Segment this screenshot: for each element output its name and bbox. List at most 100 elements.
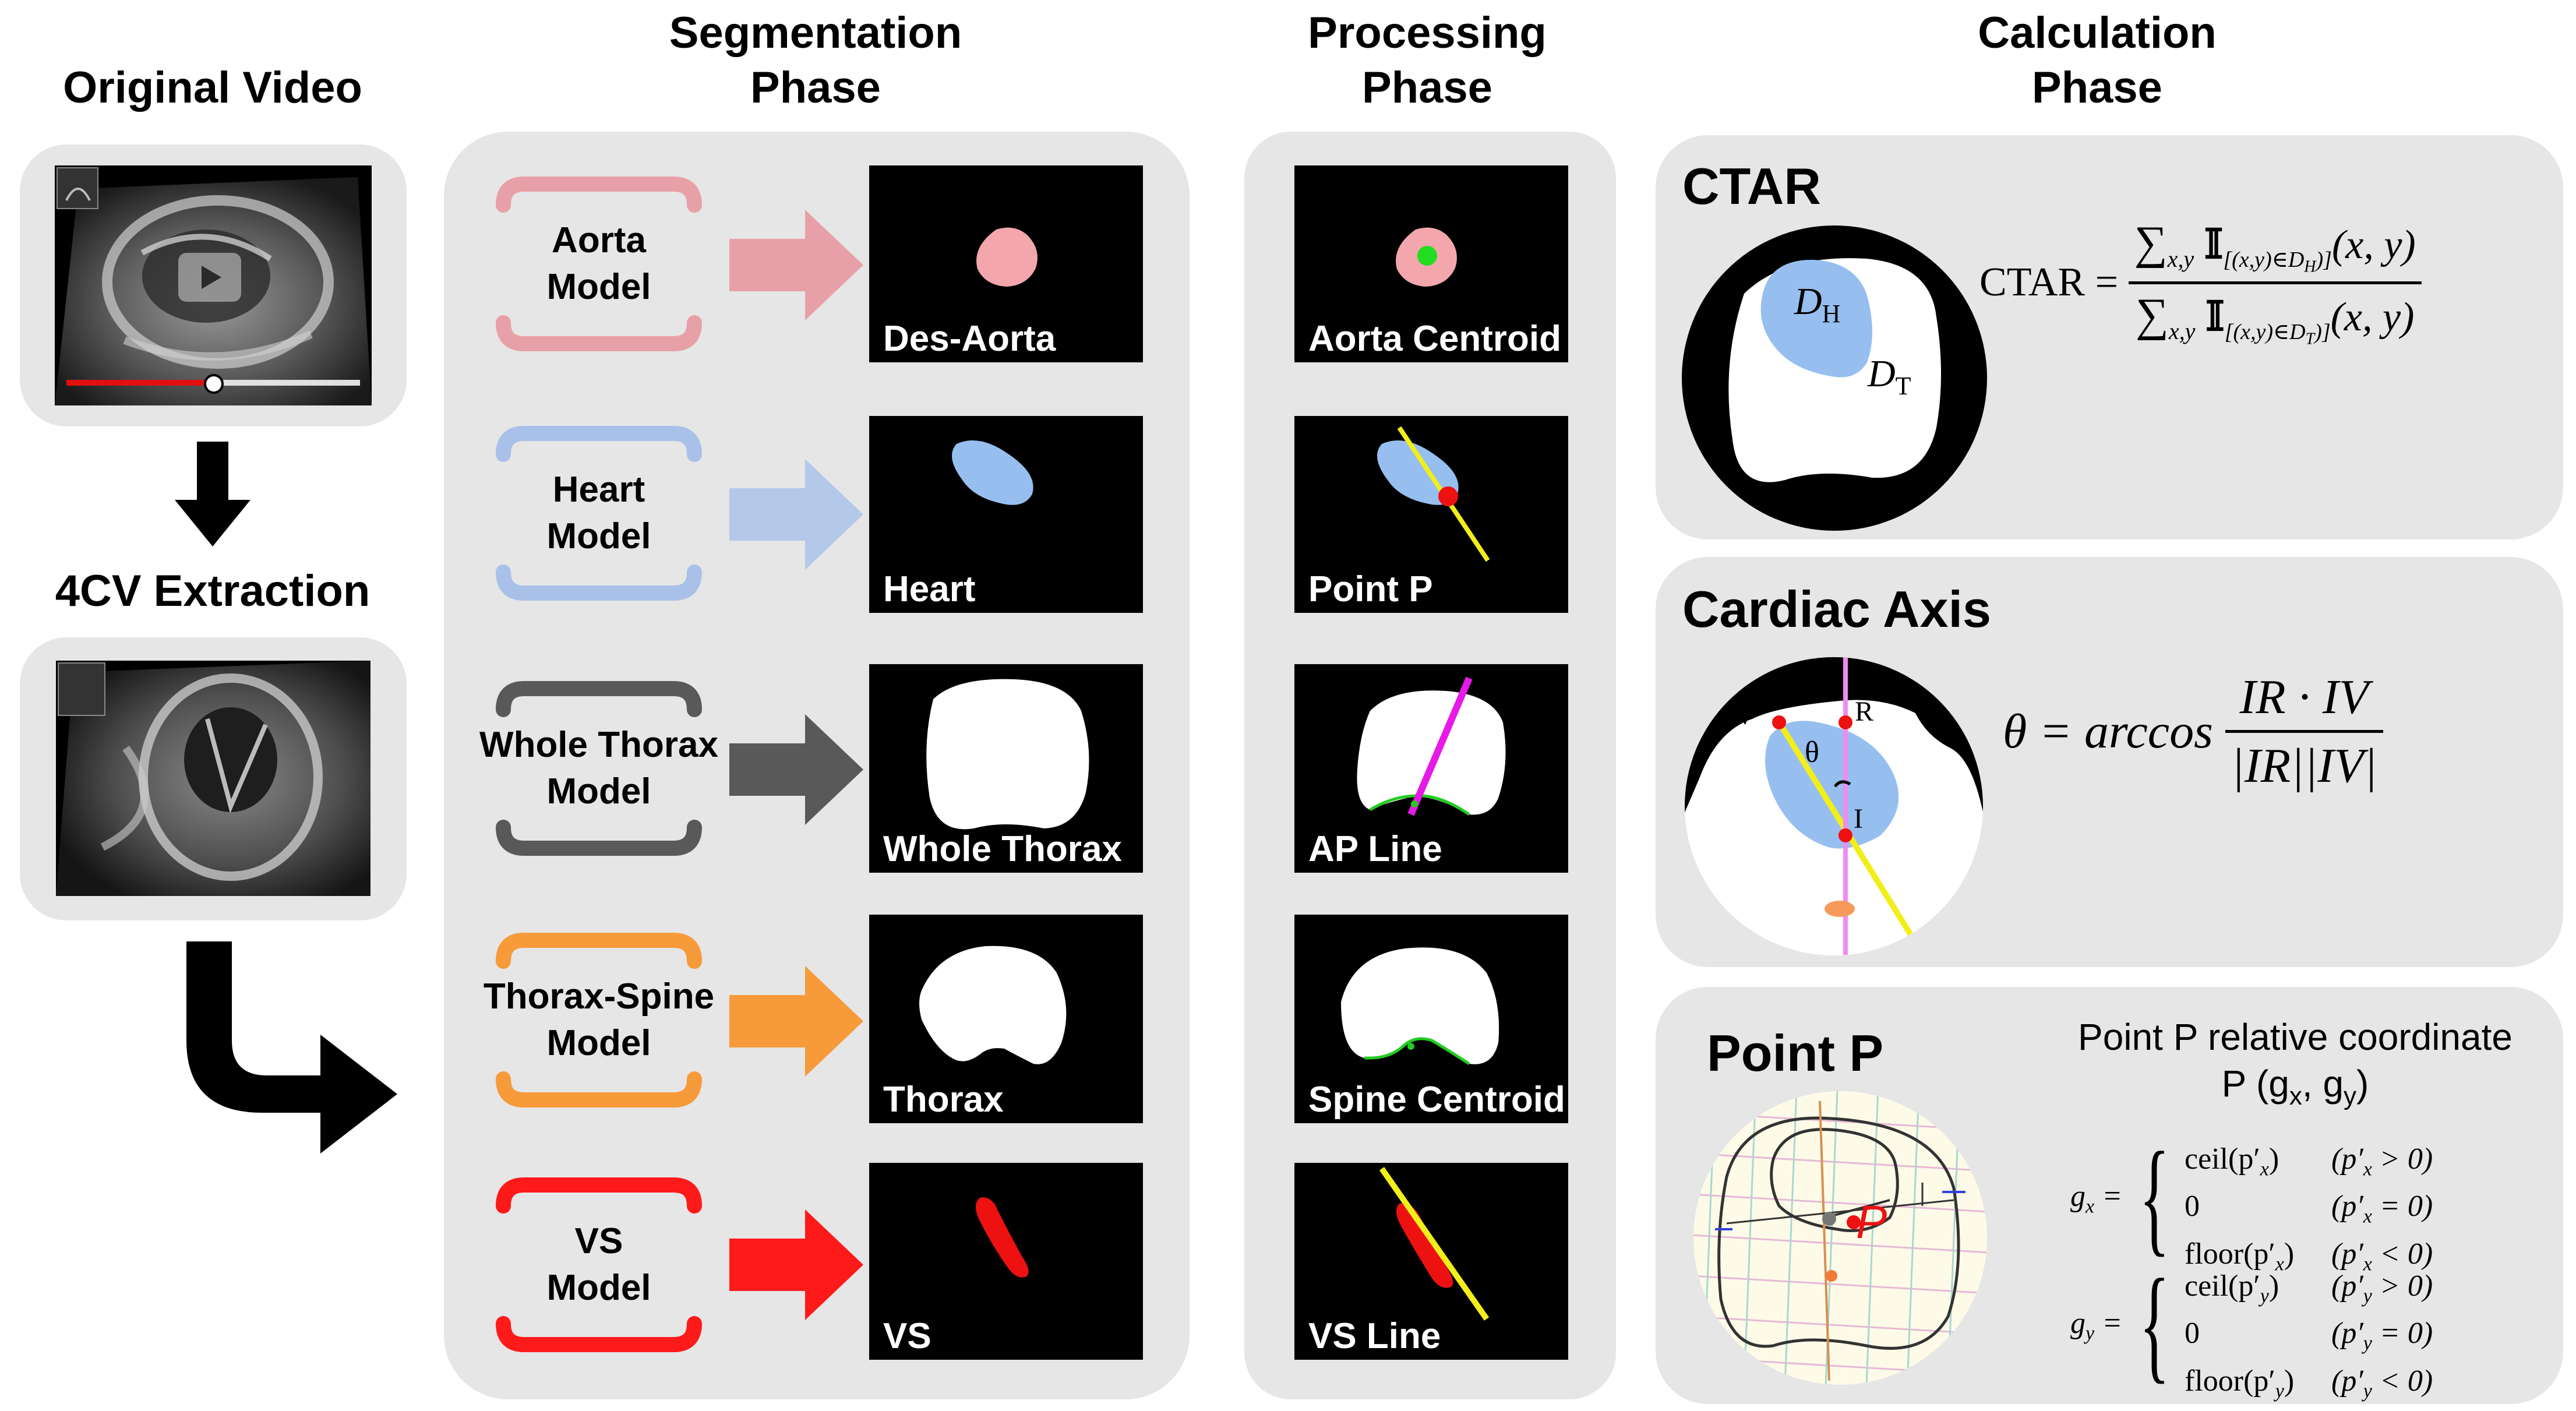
cardiac-axis-lhs: θ = arccos [2003, 704, 2213, 759]
vs-line-shape [1379, 1167, 1490, 1321]
mask-label: Thorax [883, 1080, 1004, 1120]
extraction-card [20, 637, 407, 920]
arrow-heart [729, 459, 863, 570]
header-segmentation-phase: Segmentation Phase [617, 6, 1014, 115]
header-4cv-extraction: 4CV Extraction [55, 566, 370, 616]
gx-case: 0(p′x = 0) [2185, 1190, 2433, 1227]
gy-case: 0(p′y = 0) [2185, 1317, 2433, 1354]
ctar-fraction: ∑x,y 𝕀[(x,y)∈DH)](x, y) ∑x,y 𝕀[(x,y)∈DT)… [2128, 217, 2422, 348]
play-icon [202, 266, 221, 289]
bracket-shape [496, 426, 702, 601]
mask-vs-line: VS Line [1294, 1163, 1568, 1360]
mask-spine-centroid: Spine Centroid [1294, 915, 1568, 1123]
cardiac-axis-numerator: IR · IV [2239, 670, 2369, 724]
video-progress-bar[interactable] [66, 374, 360, 394]
bracket-shape [496, 681, 702, 856]
dh-label: DH [1794, 280, 1841, 329]
cardiac-axis-diagram [1685, 657, 1983, 955]
mask-label: Aorta Centroid [1308, 319, 1561, 359]
heart-shape [952, 440, 1033, 505]
point-p-marker-label: P [1856, 1196, 1887, 1248]
mask-vs: VS [869, 1163, 1143, 1360]
model-bracket-thorax-spine: Thorax-Spine Model [484, 932, 714, 1108]
progress-fill [66, 380, 212, 386]
gx-brace: { [2139, 1126, 2170, 1268]
header-line: Phase [1362, 63, 1492, 112]
ctar-numerator: ∑x,y 𝕀[(x,y)∈DH)](x, y) [2134, 217, 2416, 276]
ctar-lhs: CTAR = [1979, 260, 2119, 305]
arrow-vs [729, 1209, 863, 1320]
fraction-bar [2225, 730, 2383, 733]
mask-heart: Heart [869, 416, 1143, 613]
mask-label: VS Line [1308, 1316, 1441, 1356]
bracket-shape [496, 177, 702, 351]
r-label: R [1855, 696, 1874, 727]
ultrasound-video-frame[interactable] [55, 165, 372, 405]
header-processing-phase: Processing Phase [1241, 6, 1614, 115]
mask-label: VS [883, 1316, 931, 1356]
header-line: Phase [750, 63, 881, 112]
curved-arrow [186, 941, 397, 1154]
model-bracket-aorta: Aorta Model [484, 176, 714, 352]
arrow-whole-thorax [729, 714, 863, 825]
i-label: I [1854, 803, 1863, 834]
model-label: VS Model [546, 1221, 651, 1308]
model-label: Aorta Model [546, 220, 651, 307]
mask-point-p: Point P [1294, 416, 1568, 613]
cardiac-axis-denominator: |IR||IV| [2231, 739, 2377, 793]
header-calculation-phase: Calculation Phase [1911, 6, 2284, 115]
aorta-shape [976, 227, 1038, 287]
gy-case: floor(p′y)(p′y < 0) [2185, 1364, 2433, 1402]
mask-whole-thorax: Whole Thorax [869, 664, 1143, 873]
extracted-4cv-frame [56, 661, 370, 896]
model-label: Heart Model [546, 470, 651, 556]
mask-label: Spine Centroid [1308, 1080, 1565, 1120]
gy-lhs: gy = [2070, 1307, 2123, 1345]
play-button[interactable] [178, 253, 241, 302]
arrow-thorax-spine [729, 966, 863, 1077]
model-label: Whole Thorax Model [479, 725, 718, 812]
bracket-shape [496, 1177, 702, 1352]
arrow-aorta [729, 210, 863, 320]
thorax-shape [919, 946, 1067, 1064]
progress-handle[interactable] [204, 374, 224, 394]
ctar-denominator: ∑x,y 𝕀[(x,y)∈DT)](x, y) [2135, 289, 2415, 348]
spine-centroid-shape [1341, 947, 1499, 1066]
whole-thorax-shape [926, 679, 1089, 830]
mask-ap-line: AP Line [1294, 664, 1568, 873]
ctar-diagram [1682, 225, 1987, 531]
down-arrow [175, 442, 250, 546]
mask-thorax: Thorax [869, 915, 1143, 1123]
gy-case: ceil(p′y)(p′y > 0) [2185, 1269, 2433, 1307]
model-bracket-whole-thorax: Whole Thorax Model [479, 680, 718, 856]
header-line: Calculation [1978, 8, 2217, 58]
cardiac-axis-title: Cardiac Axis [1682, 580, 1991, 638]
gx-lhs: gx = [2070, 1180, 2123, 1218]
mask-label: Des-Aorta [883, 319, 1056, 359]
dt-label: DT [1868, 352, 1911, 401]
cardiac-axis-formula: θ = arccos IR · IV |IR||IV| [2003, 669, 2383, 794]
theta-label: θ [1805, 736, 1819, 769]
vs-shape [976, 1197, 1029, 1278]
v-label: V [1735, 700, 1755, 731]
ap-line-shape [1357, 676, 1506, 816]
cardiac-axis-fraction: IR · IV |IR||IV| [2225, 669, 2383, 794]
mask-des-aorta: Des-Aorta [869, 165, 1143, 362]
point-p-diagram [1693, 1091, 1987, 1385]
header-line: Processing [1308, 8, 1547, 58]
point-p-caption: Point P relative coordinate P (gx, gy) [2078, 1016, 2513, 1110]
model-bracket-heart: Heart Model [484, 425, 714, 601]
model-bracket-vs: VS Model [484, 1177, 714, 1353]
point-p-title: Point P [1707, 1024, 1884, 1082]
gy-brace: { [2139, 1253, 2170, 1395]
point-p-shape [1377, 426, 1490, 562]
mask-label: Heart [883, 569, 976, 609]
mask-label: Whole Thorax [883, 829, 1122, 869]
mask-label: AP Line [1308, 829, 1442, 869]
original-video-card [20, 144, 407, 426]
ultrasound-4cv-image [56, 661, 370, 896]
ctar-title: CTAR [1682, 157, 1821, 215]
gx-case: floor(p′x)(p′x < 0) [2185, 1237, 2433, 1275]
ctar-formula: CTAR = ∑x,y 𝕀[(x,y)∈DH)](x, y) ∑x,y 𝕀[(x… [1979, 217, 2422, 348]
header-line: Segmentation [669, 8, 962, 58]
